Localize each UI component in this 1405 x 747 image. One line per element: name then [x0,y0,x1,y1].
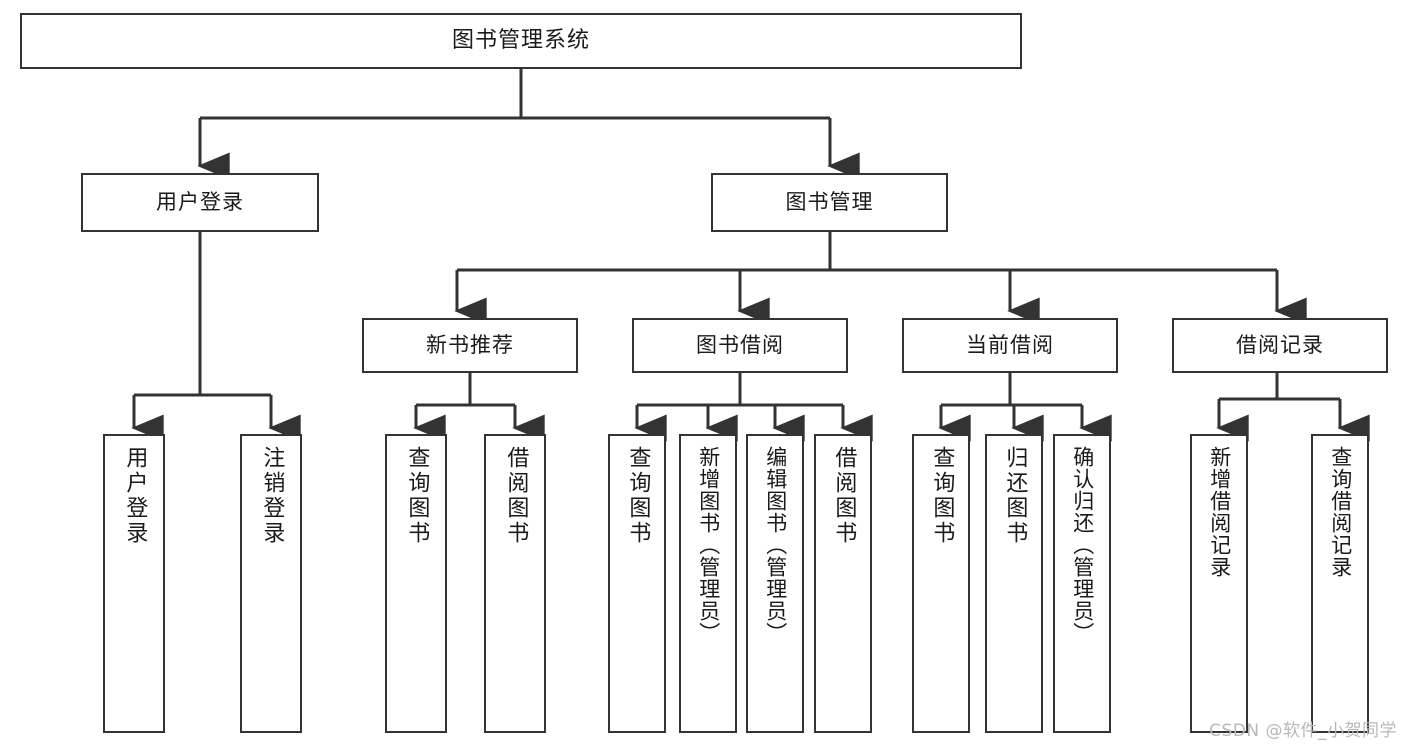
node-root-book-management-system[interactable]: 图书管理系统 [20,13,1022,69]
node-leaf-query-book-1-label: 查询图书 [404,446,430,546]
node-leaf-return-book[interactable]: 归还图书 [985,434,1043,733]
node-leaf-add-book[interactable]: 新增图书（管理员） [679,434,737,733]
node-current-borrow[interactable]: 当前借阅 [902,318,1118,373]
node-leaf-edit-book[interactable]: 编辑图书（管理员） [746,434,804,733]
node-leaf-add-book-label: 新增图书（管理员） [696,446,721,644]
node-leaf-borrow-book-2[interactable]: 借阅图书 [814,434,872,733]
node-leaf-query-book-2-label: 查询图书 [625,446,651,546]
node-leaf-user-logout-label: 注销登录 [259,446,285,546]
node-user-login-label: 用户登录 [156,189,244,214]
node-leaf-edit-book-label: 编辑图书（管理员） [763,446,788,644]
node-leaf-add-record[interactable]: 新增借阅记录 [1190,434,1248,733]
node-leaf-query-book-3-label: 查询图书 [929,446,955,546]
node-leaf-query-record-label: 查询借阅记录 [1328,446,1353,578]
node-user-login[interactable]: 用户登录 [81,173,319,232]
node-borrow-record-label: 借阅记录 [1236,332,1324,357]
node-leaf-confirm-return[interactable]: 确认归还（管理员） [1053,434,1111,733]
node-book-management[interactable]: 图书管理 [711,173,948,232]
node-leaf-add-record-label: 新增借阅记录 [1207,446,1232,578]
node-book-borrow[interactable]: 图书借阅 [632,318,848,373]
node-leaf-confirm-return-label: 确认归还（管理员） [1070,446,1095,644]
node-root-label: 图书管理系统 [451,27,590,53]
node-book-management-label: 图书管理 [785,189,874,214]
node-leaf-borrow-book-1[interactable]: 借阅图书 [484,434,546,733]
node-book-borrow-label: 图书借阅 [696,332,784,357]
node-leaf-query-record[interactable]: 查询借阅记录 [1311,434,1369,733]
node-leaf-query-book-3[interactable]: 查询图书 [912,434,970,733]
node-leaf-user-login-label: 用户登录 [122,446,148,546]
csdn-watermark: CSDN @软件_小贺同学 [1209,721,1397,741]
node-borrow-record[interactable]: 借阅记录 [1172,318,1388,373]
node-leaf-borrow-book-2-label: 借阅图书 [831,446,857,546]
node-leaf-user-logout[interactable]: 注销登录 [240,434,302,733]
node-new-book-recommend-label: 新书推荐 [426,332,514,357]
node-leaf-query-book-2[interactable]: 查询图书 [608,434,666,733]
node-leaf-borrow-book-1-label: 借阅图书 [503,446,529,546]
node-leaf-query-book-1[interactable]: 查询图书 [385,434,447,733]
node-current-borrow-label: 当前借阅 [966,332,1054,357]
node-new-book-recommend[interactable]: 新书推荐 [362,318,578,373]
node-leaf-user-login[interactable]: 用户登录 [103,434,165,733]
node-leaf-return-book-label: 归还图书 [1002,446,1028,546]
